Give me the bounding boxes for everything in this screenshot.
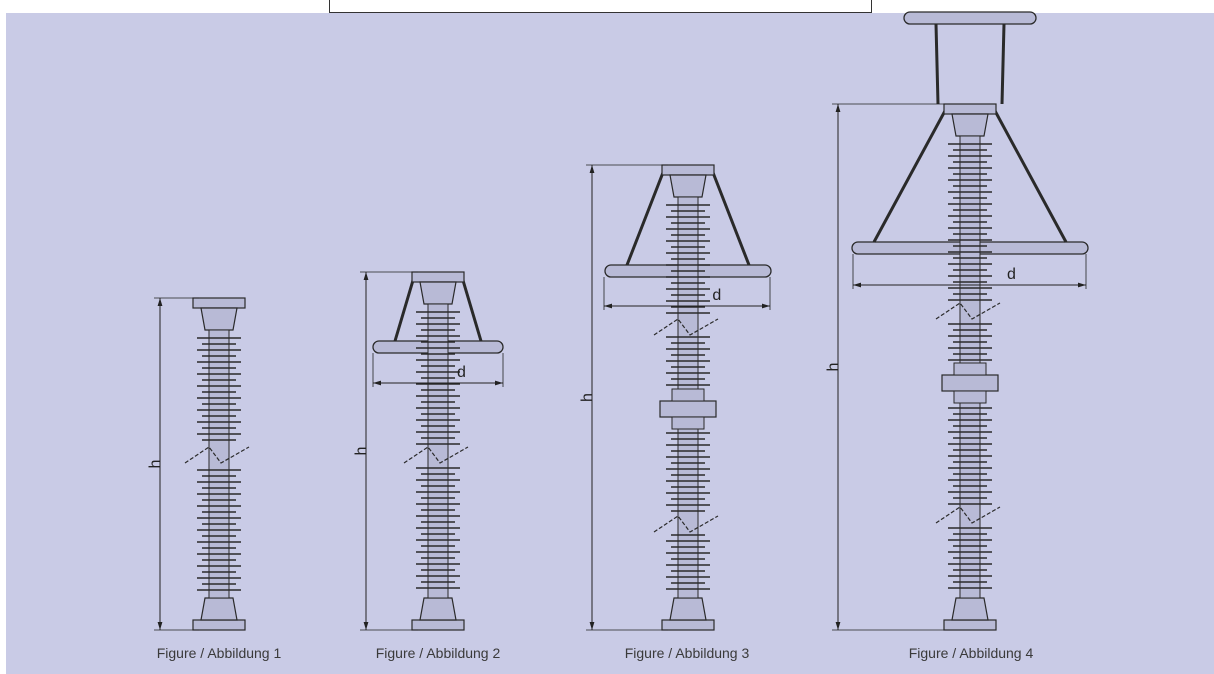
strut-right-3 [710, 169, 751, 266]
caption-figure-2: Figure / Abbildung 2 [375, 645, 501, 661]
figure-3: hd [579, 164, 772, 631]
break-symbol-3-1 [653, 318, 719, 336]
sheds-3 [666, 204, 710, 590]
caption-figure-4: Figure / Abbildung 4 [908, 645, 1034, 661]
strut-left-4 [872, 108, 948, 243]
middle-flange-3 [659, 400, 717, 418]
bottom-fitting-2 [411, 619, 465, 631]
bottom-cup-3 [669, 597, 707, 621]
caption-figure-1: Figure / Abbildung 1 [156, 645, 282, 661]
strut-right-4 [992, 108, 1068, 243]
top-frame [329, 0, 872, 13]
upper-strut-left-4 [934, 23, 940, 105]
top-cup-1 [200, 307, 238, 331]
h-label-2: h [353, 447, 370, 456]
break-symbol-1-1 [184, 446, 250, 464]
break-symbol-4-2 [935, 506, 1001, 524]
break-symbol-3-2 [653, 515, 719, 533]
bottom-fitting-4 [943, 619, 997, 631]
d-label-3: d [712, 287, 721, 304]
d-label-2: d [457, 364, 466, 381]
flange-cup-top-3 [671, 388, 705, 402]
bottom-fitting-3 [661, 619, 715, 631]
flange-cup-bottom-3 [671, 416, 705, 430]
top-fitting-3 [661, 164, 715, 176]
top-cup-2 [419, 281, 457, 305]
h-label-4: h [825, 363, 842, 372]
bottom-fitting-1 [192, 619, 246, 631]
figure-4: hd [825, 11, 1089, 631]
h-label-1: h [147, 460, 164, 469]
core-1 [208, 329, 230, 599]
caption-figure-3: Figure / Abbildung 3 [624, 645, 750, 661]
strut-left-2 [393, 276, 416, 342]
middle-flange-4 [941, 374, 999, 392]
bottom-cup-4 [951, 597, 989, 621]
top-cup-3 [669, 174, 707, 198]
top-fitting-4 [943, 103, 997, 115]
strut-left-3 [625, 169, 666, 266]
figure-1: h [147, 297, 250, 631]
top-fitting-2 [411, 271, 465, 283]
figure-2: hd [353, 271, 504, 631]
bottom-cup-1 [200, 597, 238, 621]
upper-strut-right-4 [1000, 23, 1006, 105]
top-cup-4 [951, 113, 989, 137]
sheds-1 [197, 337, 241, 591]
break-symbol-2-1 [403, 446, 469, 464]
top-fitting-1 [192, 297, 246, 309]
d-label-4: d [1007, 266, 1016, 283]
flange-cup-bottom-4 [953, 390, 987, 404]
h-label-3: h [579, 393, 596, 402]
sheds-2 [416, 311, 460, 589]
upper-ring-4 [903, 11, 1037, 25]
break-symbol-4-1 [935, 302, 1001, 320]
flange-cup-top-4 [953, 362, 987, 376]
strut-right-2 [460, 276, 483, 342]
sheds-4 [948, 143, 992, 589]
bottom-cup-2 [419, 597, 457, 621]
